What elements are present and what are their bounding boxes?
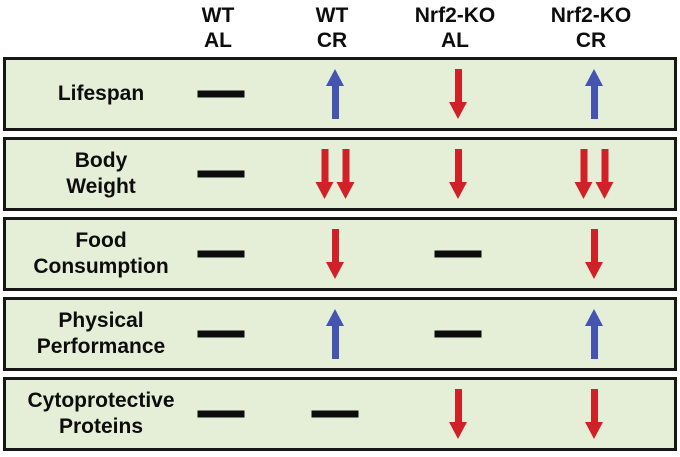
table-cell — [197, 330, 245, 338]
column-genotype: WT — [201, 4, 235, 27]
table-cell — [197, 170, 245, 178]
column-headers: WT AL WT CR Nrf2-KO AL Nrf2-KO CR — [3, 0, 677, 57]
column-header-nrf2ko-cr: Nrf2-KO CR — [551, 3, 632, 53]
table-cell — [585, 229, 603, 279]
no-change-dash-icon — [434, 330, 482, 338]
down-arrow-icon — [449, 149, 467, 199]
down-arrow-icon — [337, 149, 355, 199]
table-cell — [326, 229, 344, 279]
table-cell — [197, 410, 245, 418]
row-label: Body Weight — [66, 149, 136, 198]
row-lifespan: Lifespan — [3, 57, 677, 131]
column-diet: CR — [575, 29, 607, 52]
table-cell — [449, 389, 467, 439]
no-change-dash-icon — [197, 90, 245, 98]
down-arrow-icon — [326, 229, 344, 279]
row-body-weight: Body Weight — [3, 137, 677, 211]
table-cell — [326, 309, 344, 359]
no-change-dash-icon — [434, 250, 482, 258]
column-diet: AL — [204, 29, 232, 52]
table-cell — [585, 389, 603, 439]
no-change-dash-icon — [311, 410, 359, 418]
table-cell — [575, 149, 614, 199]
no-change-dash-icon — [197, 330, 245, 338]
row-cytoprotective-proteins: Cytoprotective Proteins — [3, 377, 677, 451]
table-cell — [434, 250, 482, 258]
column-genotype: Nrf2-KO — [550, 4, 632, 27]
column-header-wt-cr: WT CR — [316, 3, 349, 53]
row-label: Food Consumption — [33, 229, 169, 278]
up-arrow-icon — [326, 309, 344, 359]
column-header-wt-al: WT AL — [202, 3, 235, 53]
up-arrow-icon — [585, 309, 603, 359]
down-arrow-icon — [449, 389, 467, 439]
table-cell — [197, 90, 245, 98]
up-arrow-icon — [585, 69, 603, 119]
table-cell — [316, 149, 355, 199]
row-label: Cytoprotective Proteins — [27, 389, 175, 438]
table-cell — [311, 410, 359, 418]
down-arrow-icon — [585, 389, 603, 439]
column-header-nrf2ko-al: Nrf2-KO AL — [415, 3, 496, 53]
down-arrow-icon — [449, 69, 467, 119]
table-cell — [434, 330, 482, 338]
up-arrow-icon — [326, 69, 344, 119]
no-change-dash-icon — [197, 250, 245, 258]
down-arrow-icon — [316, 149, 334, 199]
down-arrow-icon — [585, 229, 603, 279]
row-label: Physical Performance — [36, 309, 166, 358]
table-cell — [449, 149, 467, 199]
table-cell — [449, 69, 467, 119]
column-genotype: WT — [315, 4, 349, 27]
row-physical-performance: Physical Performance — [3, 297, 677, 371]
table-cell — [585, 309, 603, 359]
table-cell — [197, 250, 245, 258]
row-food-consumption: Food Consumption — [3, 217, 677, 291]
table-cell — [326, 69, 344, 119]
column-diet: CR — [316, 29, 348, 52]
no-change-dash-icon — [197, 170, 245, 178]
column-diet: AL — [440, 29, 469, 52]
down-arrow-icon — [596, 149, 614, 199]
down-arrow-icon — [575, 149, 593, 199]
column-genotype: Nrf2-KO — [414, 4, 496, 27]
table-cell — [585, 69, 603, 119]
no-change-dash-icon — [197, 410, 245, 418]
row-label: Lifespan — [57, 82, 145, 105]
